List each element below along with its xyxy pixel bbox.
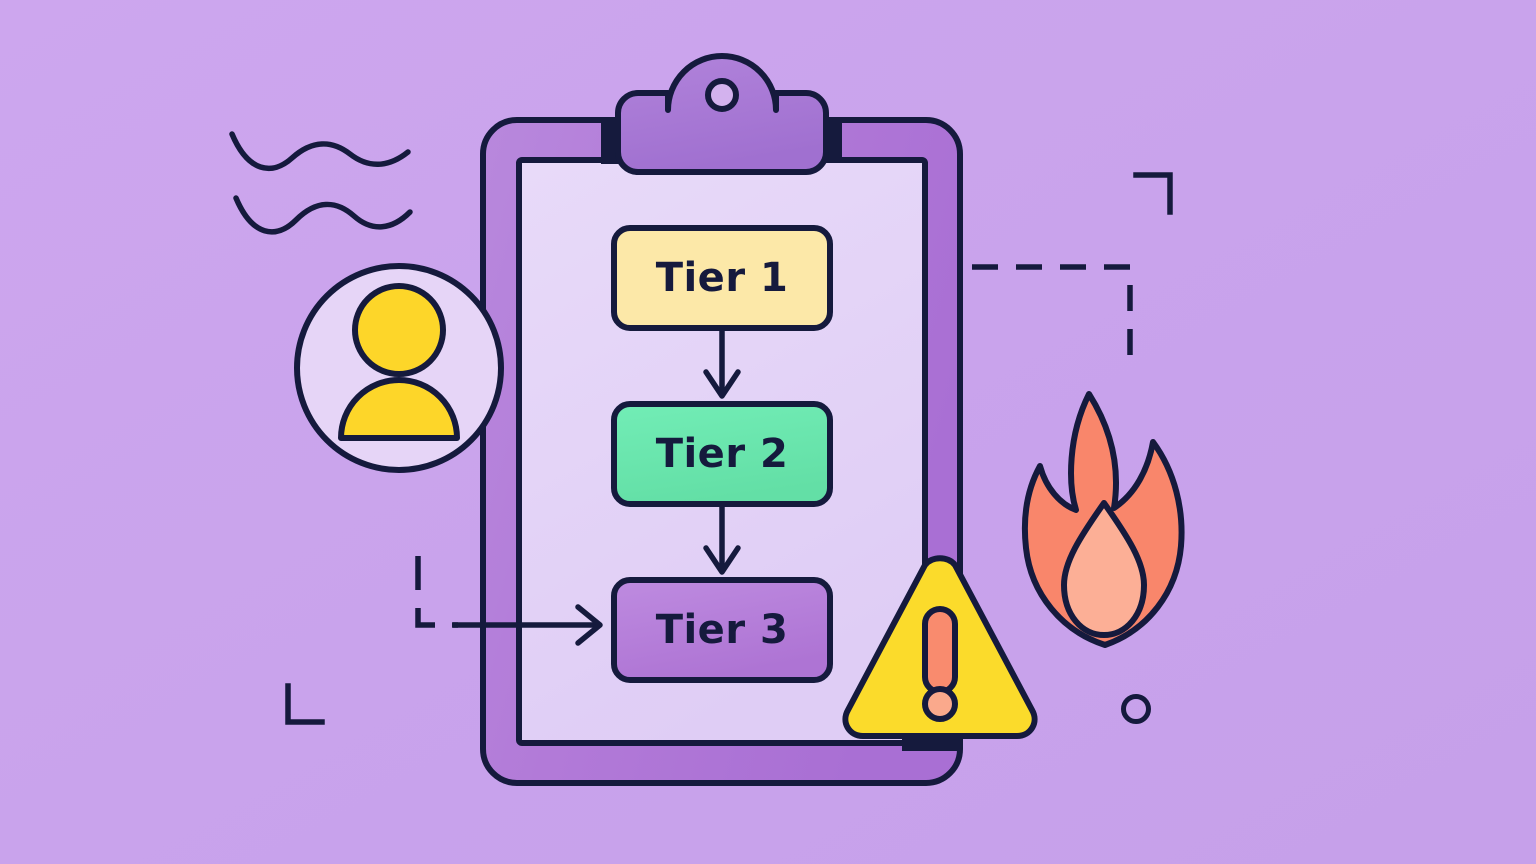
tier-1-box — [611, 225, 833, 331]
squiggle-line-bottom — [233, 195, 413, 235]
corner-bracket-dashed-left — [415, 556, 458, 628]
user-avatar-icon[interactable] — [294, 263, 504, 473]
corner-bracket-bottom-left — [285, 683, 325, 725]
avatar-body-icon — [338, 377, 460, 441]
connector-external-to-tier3 — [452, 604, 603, 646]
clipboard-clip[interactable] — [615, 53, 829, 175]
flame-icon[interactable] — [1021, 391, 1185, 648]
tier-2-box — [611, 401, 833, 507]
tier-3-label: Tier 3 — [656, 607, 789, 653]
tier-3-box — [611, 577, 833, 683]
squiggle-line-top — [229, 131, 411, 172]
flame-inner-shape — [1061, 500, 1147, 638]
tier-flow-diagram: Tier 1 Tier 2 Tier 3 — [452, 225, 833, 683]
small-circle-accent — [1121, 694, 1151, 724]
connector-tier1-to-tier2 — [703, 328, 741, 399]
warning-triangle-icon[interactable] — [842, 555, 1038, 739]
connector-tier2-to-tier3 — [703, 504, 741, 575]
tier-2-label: Tier 2 — [656, 431, 789, 477]
tier-1-node[interactable]: Tier 1 — [611, 225, 833, 331]
clip-hole-icon — [705, 78, 739, 112]
warning-exclamation-bar — [922, 606, 958, 695]
dashed-connector-right — [928, 264, 1133, 363]
tier-2-node[interactable]: Tier 2 — [611, 401, 833, 507]
tier-3-node[interactable]: Tier 3 — [611, 577, 833, 683]
avatar-head-icon — [352, 283, 446, 377]
tier-1-label: Tier 1 — [656, 255, 789, 301]
warning-exclamation-dot — [922, 686, 958, 722]
corner-bracket-top-right — [1133, 172, 1173, 215]
